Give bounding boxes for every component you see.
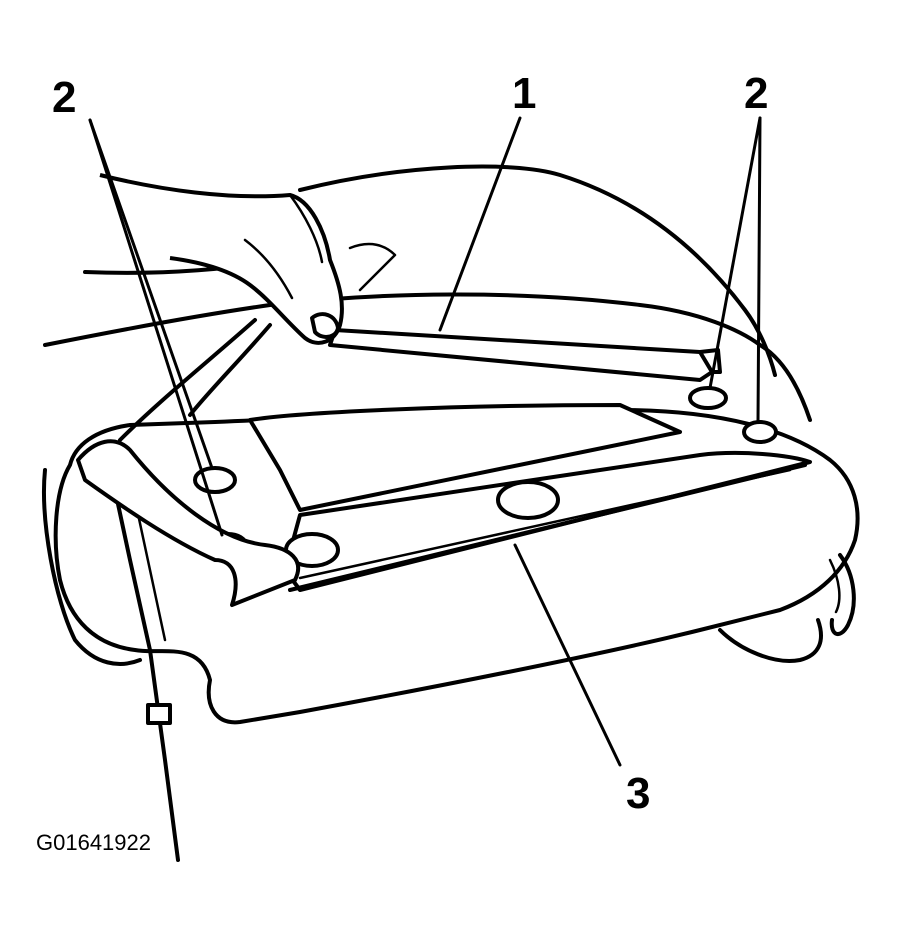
leader-2-right-a <box>708 116 762 390</box>
trim-tool <box>328 328 714 382</box>
center-opening <box>496 480 560 520</box>
hand-knuckle <box>243 238 294 300</box>
leader-2-left-b <box>88 118 224 537</box>
leader-2-left-a <box>88 118 214 470</box>
inner-panel <box>248 403 682 512</box>
inner-panel-rim <box>188 323 272 417</box>
hand-thumb-nail <box>310 312 340 339</box>
leader-2-right-b <box>756 116 762 424</box>
figure-id: G01641922 <box>36 830 151 855</box>
callout-1: 1 <box>512 69 536 118</box>
callout-3: 3 <box>626 769 650 818</box>
right-hook-inner <box>828 558 841 614</box>
hand <box>99 173 344 345</box>
retainer-hole-right-bottom <box>742 420 778 444</box>
rear-support <box>718 618 823 663</box>
seat-back-top-right <box>298 164 777 377</box>
inner-panel-rim-2 <box>118 318 257 442</box>
retainer-hole-right-top <box>688 386 728 410</box>
hand-finger <box>288 193 324 264</box>
cover-flap-left <box>76 439 301 607</box>
leader-3 <box>513 543 622 767</box>
trim-tool-grip <box>348 242 397 292</box>
left-frame-rail-inner <box>133 498 167 642</box>
right-hook <box>829 553 856 636</box>
right-side-bracket <box>758 343 812 422</box>
left-frame-edge <box>42 468 142 666</box>
seat-back-cover <box>43 292 762 347</box>
callout-2-left: 2 <box>52 73 76 122</box>
front-trim-edge-inner <box>298 468 792 580</box>
leader-1 <box>438 116 522 332</box>
left-clip <box>146 703 172 725</box>
callout-2-right: 2 <box>744 69 768 118</box>
left-frame-rail <box>113 488 180 862</box>
trim-tool-tip <box>698 348 722 374</box>
